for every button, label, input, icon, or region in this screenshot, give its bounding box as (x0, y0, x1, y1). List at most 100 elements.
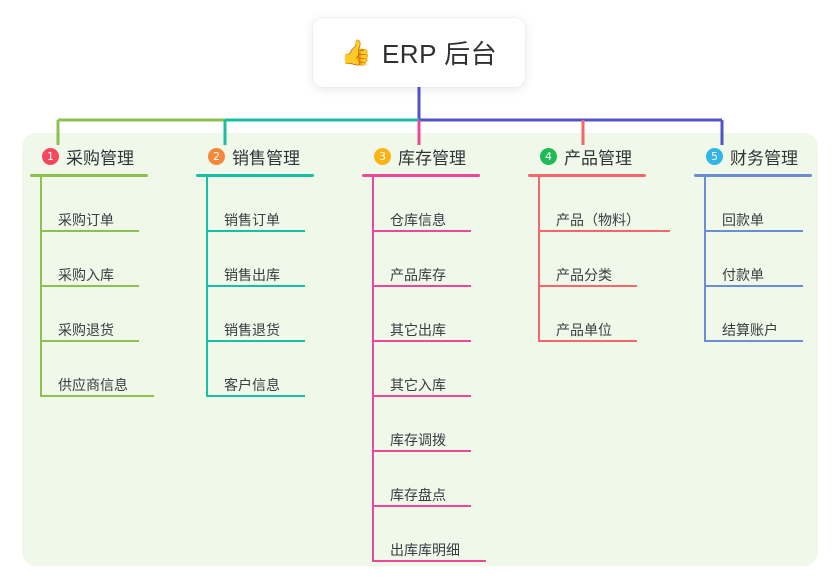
branch-item-underline (718, 230, 803, 232)
branch-item-tick (206, 230, 220, 232)
branch-spine (704, 177, 706, 342)
branch-title: 财务管理 (730, 148, 798, 168)
branch-item[interactable]: 其它入库 (372, 342, 522, 397)
branch-item-tick (372, 395, 386, 397)
branch-item-tick (206, 285, 220, 287)
branch-item[interactable]: 销售出库 (206, 232, 356, 287)
branch-item-tick (40, 285, 54, 287)
branch-spine (538, 177, 540, 342)
branch-item[interactable]: 销售退货 (206, 287, 356, 342)
branch-item-tick (704, 340, 718, 342)
branch-item-tick (372, 285, 386, 287)
branch-item[interactable]: 付款单 (704, 232, 824, 287)
branch-item-underline (220, 230, 305, 232)
branch-item-tick (704, 230, 718, 232)
branch-item-tick (372, 560, 386, 562)
branch-item[interactable]: 客户信息 (206, 342, 356, 397)
branch-item-tick (538, 340, 552, 342)
branch-header-2[interactable]: 2 销售管理 (196, 143, 356, 169)
branch-item-underline (552, 285, 637, 287)
branch-spine (40, 177, 42, 397)
branch-number-badge: 2 (208, 147, 225, 165)
branch-item-label: 其它出库 (390, 322, 446, 338)
branch-item-tick (40, 395, 54, 397)
branch-underline (528, 174, 646, 177)
branch-item-underline (386, 340, 471, 342)
branch-item-underline (220, 340, 305, 342)
branch-item-underline (54, 285, 139, 287)
branch-title: 采购管理 (66, 148, 134, 168)
branch-item-underline (386, 285, 471, 287)
branch-underline (362, 174, 480, 177)
branches-panel (22, 133, 818, 566)
branch-item-label: 库存盘点 (390, 487, 446, 503)
branch-underline (694, 174, 812, 177)
branch-item[interactable]: 产品库存 (372, 232, 522, 287)
branch-item-tick (372, 230, 386, 232)
root-node[interactable]: 👍 ERP 后台 (313, 18, 525, 87)
branch-item-underline (54, 230, 139, 232)
branch-item-underline (386, 230, 471, 232)
branch-item-tick (704, 285, 718, 287)
branch-item-label: 客户信息 (224, 377, 280, 393)
branch-item[interactable]: 采购入库 (40, 232, 190, 287)
branch-item-label: 销售出库 (224, 267, 280, 283)
branch-header-1[interactable]: 1 采购管理 (30, 143, 190, 169)
branch-item-underline (54, 340, 139, 342)
branch-item-tick (372, 450, 386, 452)
branch-children: 回款单付款单结算账户 (694, 177, 824, 342)
branch-item-underline (552, 230, 670, 232)
branch-item[interactable]: 库存盘点 (372, 452, 522, 507)
branch-item-label: 回款单 (722, 212, 764, 228)
branch-item[interactable]: 库存调拨 (372, 397, 522, 452)
branch-item-label: 采购订单 (58, 212, 114, 228)
branch-item[interactable]: 产品（物料） (538, 177, 698, 232)
branch-underline (196, 174, 314, 177)
branch-item[interactable]: 供应商信息 (40, 342, 190, 397)
branch-item-label: 结算账户 (722, 322, 778, 338)
branch-item-underline (386, 450, 471, 452)
branch-item[interactable]: 产品单位 (538, 287, 698, 342)
branch-item[interactable]: 其它出库 (372, 287, 522, 342)
branch-spine (372, 177, 374, 562)
branch-item[interactable]: 回款单 (704, 177, 824, 232)
branch-item-label: 产品库存 (390, 267, 446, 283)
branch-title: 产品管理 (564, 148, 632, 168)
thumbs-up-icon: 👍 (340, 39, 372, 67)
branch-item-label: 产品分类 (556, 267, 612, 283)
branch-item-underline (386, 560, 486, 562)
branch-item-underline (220, 285, 305, 287)
branch-item-label: 供应商信息 (58, 377, 128, 393)
branch-item[interactable]: 产品分类 (538, 232, 698, 287)
branch-item-underline (220, 395, 305, 397)
root-title: ERP 后台 (381, 39, 498, 69)
branch-item-label: 产品（物料） (556, 212, 640, 228)
branch-item[interactable]: 采购退货 (40, 287, 190, 342)
branch-item-underline (552, 340, 637, 342)
branch-title: 销售管理 (232, 148, 300, 168)
branch-item-label: 库存调拨 (390, 432, 446, 448)
branch-number-badge: 3 (374, 147, 391, 165)
branch-column-3: 3 库存管理仓库信息产品库存其它出库其它入库库存调拨库存盘点出库库明细 (362, 143, 522, 562)
branch-item-label: 采购入库 (58, 267, 114, 283)
branch-underline (30, 174, 148, 177)
branch-item-tick (538, 230, 552, 232)
branch-item[interactable]: 采购订单 (40, 177, 190, 232)
branch-item-underline (54, 395, 154, 397)
branch-item[interactable]: 结算账户 (704, 287, 824, 342)
branch-title: 库存管理 (398, 148, 466, 168)
branch-item-underline (718, 285, 803, 287)
branch-item[interactable]: 仓库信息 (372, 177, 522, 232)
branch-header-3[interactable]: 3 库存管理 (362, 143, 522, 169)
branch-item-label: 采购退货 (58, 322, 114, 338)
branch-item-tick (206, 340, 220, 342)
branch-number-badge: 1 (42, 147, 59, 165)
branch-item-label: 其它入库 (390, 377, 446, 393)
branch-item[interactable]: 出库库明细 (372, 507, 522, 562)
branch-item[interactable]: 销售订单 (206, 177, 356, 232)
